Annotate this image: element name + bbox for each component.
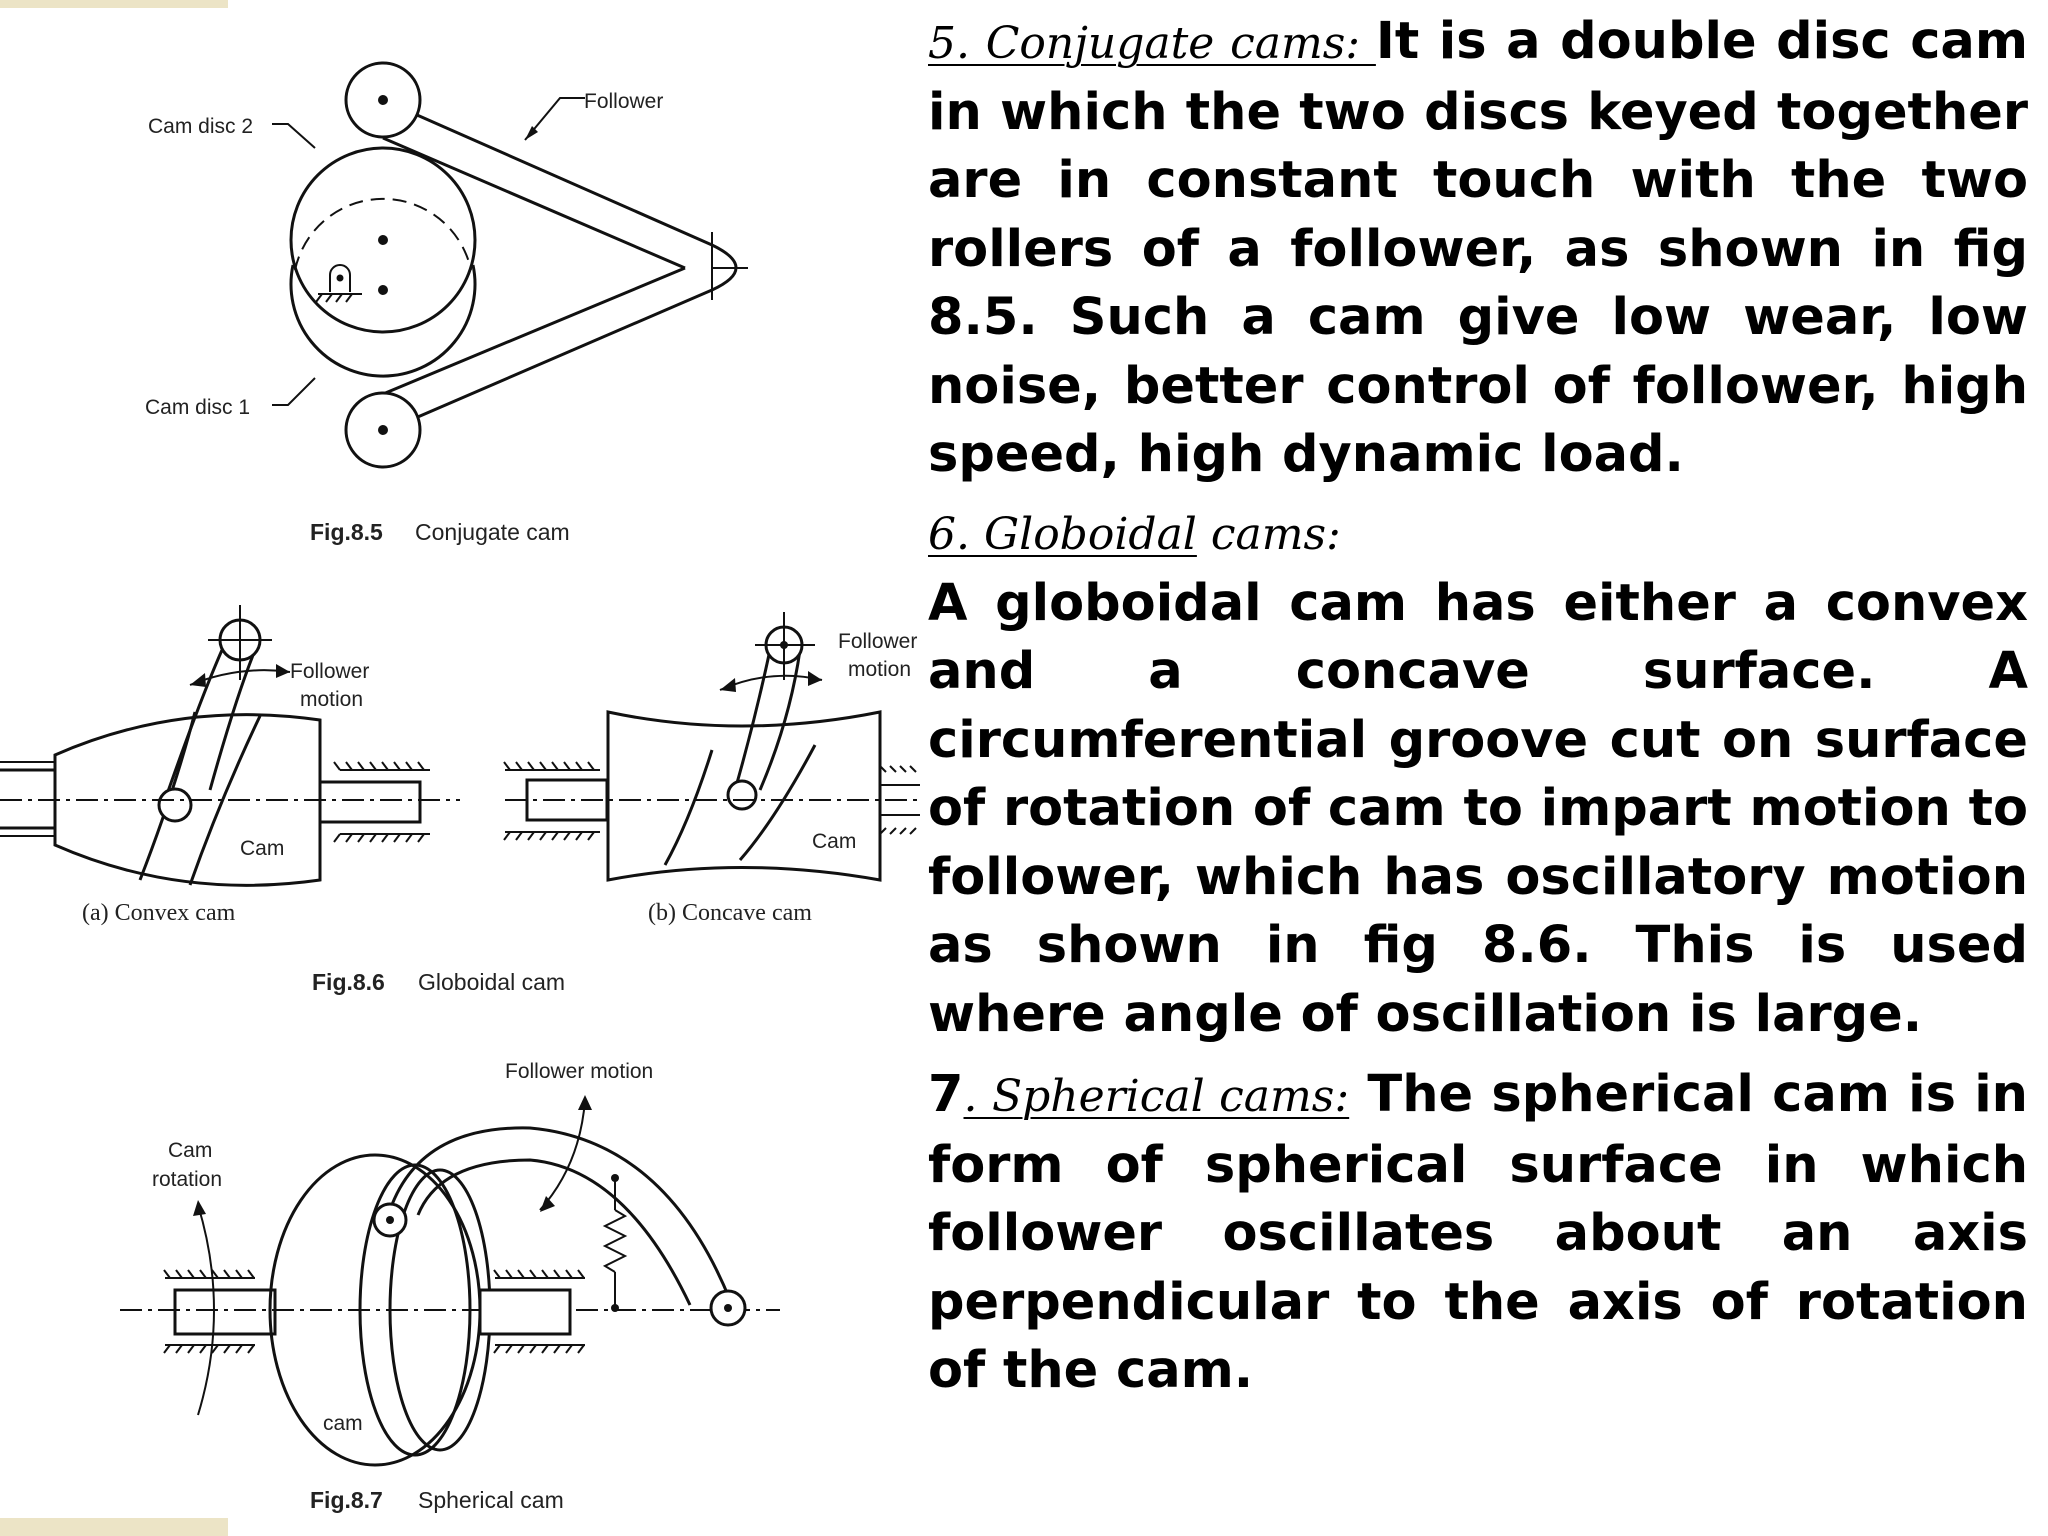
slide-corner-decoration-top <box>0 0 228 8</box>
section-7-spherical-cams: 7. Spherical cams: The spherical cam is … <box>928 1061 2028 1406</box>
figure-panel: Cam disc 2 Cam disc 1 Follower Fig.8.5 C… <box>0 0 920 1536</box>
label-follower-motion-b-line1: Follower <box>838 630 917 653</box>
label-cam-b: Cam <box>812 830 856 853</box>
fig-8-6-caption-number: Fig.8.6 <box>312 969 385 995</box>
fig-8-6b-concave-cam-drawing <box>503 612 920 882</box>
fig-8-7-caption-number: Fig.8.7 <box>310 1487 383 1513</box>
label-cam-disc-2: Cam disc 2 <box>148 115 253 138</box>
label-cam-rotation-line2: rotation <box>152 1168 222 1191</box>
section-6-heading-part2: cams: <box>1196 508 1341 560</box>
section-6-body: A globoidal cam has either a convex and … <box>928 573 2029 1044</box>
section-6-heading-part1: 6. Globoidal <box>928 508 1197 560</box>
label-follower: Follower <box>584 90 663 113</box>
label-cam-spherical: cam <box>323 1412 363 1435</box>
section-7-body: The spherical cam is in form of spherica… <box>928 1065 2028 1400</box>
fig-8-7-spherical-cam-drawing <box>120 1095 780 1467</box>
label-cam-a: Cam <box>240 837 284 860</box>
label-follower-motion-a-line2: motion <box>300 688 363 711</box>
fig-8-5-conjugate-cam-drawing <box>272 61 748 469</box>
fig-8-7-caption-text: Spherical cam <box>418 1487 564 1513</box>
section-5-body: It is a double disc cam in which the two… <box>928 12 2028 484</box>
section-6-heading-line: 6. Globoidal cams: <box>928 504 2028 566</box>
label-follower-motion-a-line1: Follower <box>290 660 369 683</box>
section-7-heading: . Spherical cams: <box>963 1071 1350 1122</box>
label-cam-disc-1: Cam disc 1 <box>145 396 250 419</box>
fig-8-6a-convex-cam-drawing <box>0 605 460 887</box>
section-5-conjugate-cams: 5. Conjugate cams: It is a double disc c… <box>928 8 2028 490</box>
label-follower-motion-b-line2: motion <box>848 658 911 681</box>
section-5-heading: 5. Conjugate cams: <box>928 18 1376 69</box>
figures-drawing: Cam disc 2 Cam disc 1 Follower Fig.8.5 C… <box>0 61 920 1513</box>
label-follower-motion-spherical: Follower motion <box>505 1060 653 1083</box>
slide-corner-decoration-bottom <box>0 1518 228 1536</box>
fig-8-5-caption-number: Fig.8.5 <box>310 519 383 545</box>
fig-8-5-caption-text: Conjugate cam <box>415 519 570 545</box>
label-cam-rotation-line1: Cam <box>168 1139 212 1162</box>
sub-caption-concave-cam: (b) Concave cam <box>648 900 812 926</box>
fig-8-6-caption-text: Globoidal cam <box>418 969 565 995</box>
text-panel: 5. Conjugate cams: It is a double disc c… <box>928 8 2028 1406</box>
section-7-number: 7 <box>928 1065 964 1124</box>
sub-caption-convex-cam: (a) Convex cam <box>82 900 236 926</box>
